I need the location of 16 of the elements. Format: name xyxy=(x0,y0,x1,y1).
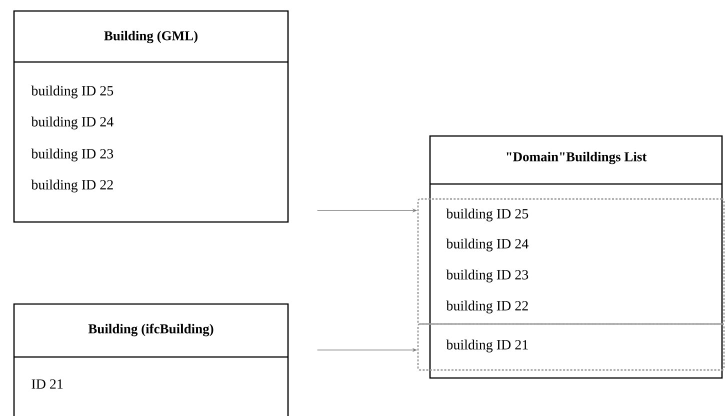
table-heading: Building (ifcBuilding) xyxy=(88,324,214,336)
table-box xyxy=(13,303,289,416)
row-text: ID 21 xyxy=(32,379,63,389)
row-text: building ID 24 xyxy=(446,238,528,252)
row-text: building ID 22 xyxy=(31,180,113,192)
row-text: building ID 25 xyxy=(446,208,528,222)
table-box xyxy=(429,135,723,379)
table-heading: "Domain"Buildings List xyxy=(506,152,647,164)
table-box xyxy=(13,10,289,223)
row-text: building ID 23 xyxy=(31,148,114,162)
row-text: building ID 25 xyxy=(31,86,114,98)
row-text: building ID 23 xyxy=(446,270,528,282)
row-text: building ID 21 xyxy=(446,340,528,352)
row-text: building ID 22 xyxy=(446,300,528,314)
row-text: building ID 24 xyxy=(31,116,114,130)
table-heading: Building (GML) xyxy=(104,30,198,44)
